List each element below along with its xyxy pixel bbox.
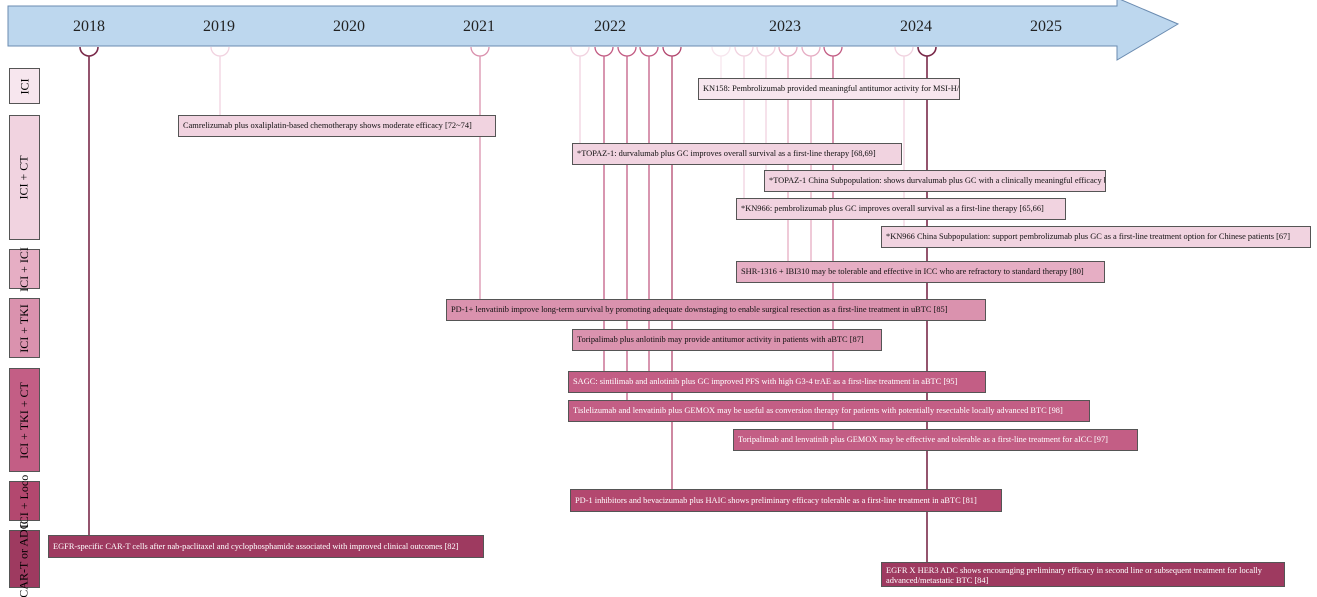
event-text: Camrelizumab plus oxaliplatin-based chem… [183, 121, 472, 130]
timeline-marker [801, 46, 821, 57]
year-label: 2018 [73, 18, 105, 35]
category-ici-tki: ICI + TKI [9, 298, 40, 358]
year-label: 2021 [463, 18, 495, 35]
event-text: *KN966 China Subpopulation: support pemb… [886, 232, 1291, 241]
timeline-marker [823, 46, 843, 57]
event-box: *KN966 China Subpopulation: support pemb… [881, 226, 1311, 248]
timeline-marker [470, 46, 490, 57]
event-text: KN158: Pembrolizumab provided meaningful… [703, 84, 960, 93]
category-label: CAR-T or ADC [17, 520, 32, 597]
category-label: ICI + ICI [17, 246, 32, 292]
timeline-arrow [7, 0, 1180, 61]
event-box: Tislelizumab and lenvatinib plus GEMOX m… [568, 400, 1090, 422]
timeline-marker [617, 46, 637, 57]
category-ici: ICI [9, 68, 40, 104]
event-box: SAGC: sintilimab and anlotinib plus GC i… [568, 371, 986, 393]
event-text: *TOPAZ-1 China Subpopulation: shows durv… [769, 176, 1106, 185]
event-text: Toripalimab and lenvatinib plus GEMOX ma… [738, 435, 1108, 444]
category-label: ICI + Loco [17, 474, 32, 528]
event-box: PD-1+ lenvatinib improve long-term survi… [446, 299, 986, 321]
category-label: ICI [17, 78, 31, 94]
category-car-t-adc: CAR-T or ADC [9, 521, 40, 597]
event-text: SHR-1316 + IBI310 may be tolerable and e… [741, 267, 1084, 276]
timeline-marker [639, 46, 659, 57]
event-text: PD-1 inhibitors and bevacizumab plus HAI… [575, 495, 977, 505]
event-text: *TOPAZ-1: durvalumab plus GC improves ov… [577, 149, 876, 158]
timeline-marker [594, 46, 614, 57]
event-box: SHR-1316 + IBI310 may be tolerable and e… [736, 261, 1105, 283]
category-label: ICI + TKI + CT [17, 381, 32, 459]
category-ici-ct: ICI + CT [9, 115, 40, 240]
timeline-marker [210, 46, 230, 57]
event-box: KN158: Pembrolizumab provided meaningful… [698, 78, 960, 100]
timeline-marker [756, 46, 776, 57]
event-box: *TOPAZ-1 China Subpopulation: shows durv… [764, 170, 1106, 192]
timeline-marker [570, 46, 590, 57]
timeline-marker [778, 46, 798, 57]
year-label: 2025 [1030, 18, 1062, 35]
event-box: Camrelizumab plus oxaliplatin-based chem… [178, 115, 496, 137]
category-ici-loco: ICI + Loco [9, 474, 40, 528]
category-label: ICI + TKI [17, 303, 32, 353]
event-box: *KN966: pembrolizumab plus GC improves o… [736, 198, 1066, 220]
year-label: 2023 [769, 18, 801, 35]
event-box: EGFR-specific CAR-T cells after nab-pacl… [48, 535, 484, 558]
event-text: PD-1+ lenvatinib improve long-term survi… [451, 305, 948, 314]
timeline-marker [711, 46, 731, 57]
event-text: *KN966: pembrolizumab plus GC improves o… [741, 204, 1044, 213]
event-text: Toripalimab plus anlotinib may provide a… [577, 335, 864, 344]
year-label: 2024 [900, 18, 932, 35]
event-box: EGFR X HER3 ADC shows encouraging prelim… [881, 562, 1285, 587]
event-box: *TOPAZ-1: durvalumab plus GC improves ov… [572, 143, 902, 165]
timeline-marker [79, 46, 99, 57]
category-ici-tki-ct: ICI + TKI + CT [9, 368, 40, 472]
event-text: Tislelizumab and lenvatinib plus GEMOX m… [573, 406, 1063, 415]
event-box: PD-1 inhibitors and bevacizumab plus HAI… [570, 489, 1002, 512]
event-text: EGFR-specific CAR-T cells after nab-pacl… [53, 541, 459, 551]
event-text: SAGC: sintilimab and anlotinib plus GC i… [573, 377, 958, 386]
year-label: 2019 [203, 18, 235, 35]
event-box: Toripalimab plus anlotinib may provide a… [572, 329, 882, 351]
timeline-marker [662, 46, 682, 57]
event-box: Toripalimab and lenvatinib plus GEMOX ma… [733, 429, 1138, 451]
year-label: 2022 [594, 18, 626, 35]
category-label: ICI + CT [17, 155, 32, 200]
year-label: 2020 [333, 18, 365, 35]
event-text: EGFR X HER3 ADC shows encouraging prelim… [886, 566, 1262, 585]
timeline-marker [894, 46, 914, 57]
timeline-marker [917, 46, 937, 57]
timeline-marker [734, 46, 754, 57]
category-ici-ici: ICI + ICI [9, 246, 40, 292]
